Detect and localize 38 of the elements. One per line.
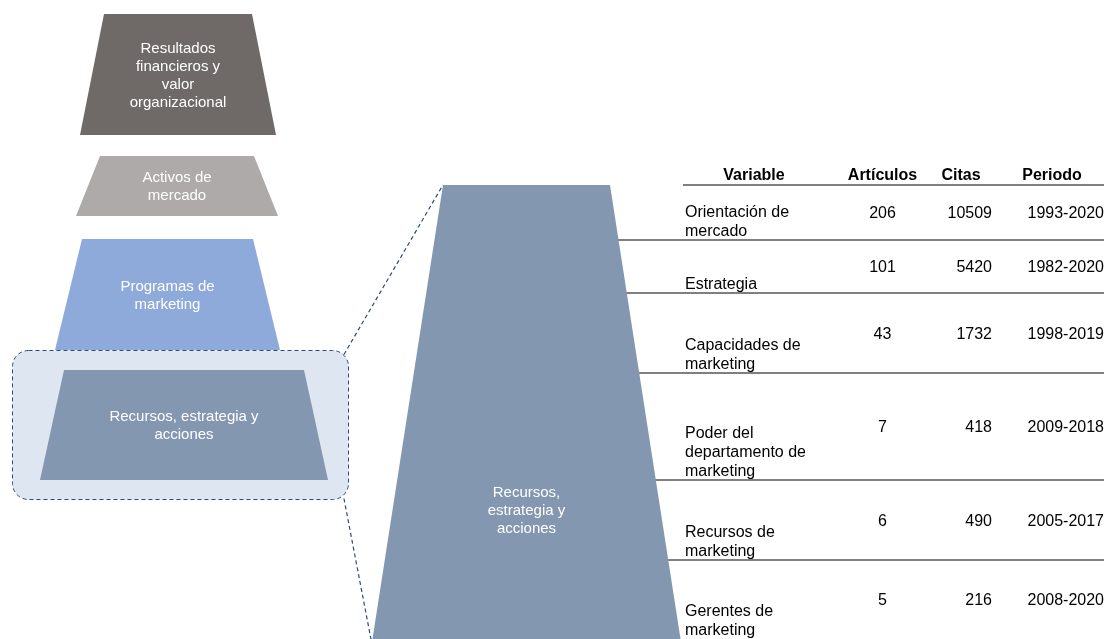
- node-label: Resultados financieros y valor organizacional: [128, 38, 228, 111]
- table-cell-text: 5: [878, 590, 887, 609]
- table-cell-text: 5420: [956, 257, 992, 276]
- table-cell-text: 101: [869, 257, 896, 276]
- column-header: Citas: [941, 164, 981, 184]
- table-cell-text: 7: [878, 417, 887, 436]
- table-cell-text: 2005-2017: [1027, 510, 1104, 530]
- table-cell-text: 2008-2020: [1027, 590, 1104, 609]
- trapezoid-shape: [370, 185, 683, 639]
- table-cell-text: 10509: [947, 203, 992, 222]
- table-cell-text: 418: [965, 417, 992, 436]
- node-label: Activos de mercado: [141, 168, 213, 204]
- table-cell-text: 216: [965, 590, 992, 609]
- column-header: Artículos: [847, 164, 918, 184]
- table-cell-text: Poder del departamento de marketing: [685, 423, 807, 480]
- table-cell-text: 1732: [956, 323, 992, 343]
- table-cell-text: Orientación de mercado: [685, 202, 791, 240]
- table-cell-text: 2009-2018: [1027, 417, 1104, 436]
- table-cell-text: 1993-2020: [1027, 203, 1104, 222]
- table-cell-text: 206: [869, 203, 896, 222]
- table-cell-text: Estrategia: [685, 274, 758, 293]
- table-cell-text: Gerentes de marketing: [685, 601, 775, 639]
- node-label: Recursos, estrategia y acciones: [486, 483, 567, 537]
- table-cell-text: 1982-2020: [1027, 257, 1104, 276]
- table-cell-text: 490: [965, 510, 992, 530]
- table-cell-text: Capacidades de marketing: [685, 335, 802, 373]
- trapezoid-shape: [40, 370, 328, 480]
- table-cell-text: 1998-2019: [1027, 323, 1104, 343]
- highlight-box: [12, 350, 349, 500]
- table-cell-text: 43: [873, 323, 892, 343]
- column-header: Variable: [723, 164, 785, 184]
- table-cell-text: 6: [878, 510, 887, 530]
- trapezoid-shape: [76, 156, 278, 216]
- node-label: Programas de marketing: [119, 276, 216, 313]
- table-cell-text: Recursos de marketing: [685, 522, 776, 560]
- node-label: Recursos, estrategia y acciones: [108, 407, 260, 443]
- column-header: Periodo: [1022, 164, 1082, 184]
- trapezoid-shape: [80, 14, 276, 135]
